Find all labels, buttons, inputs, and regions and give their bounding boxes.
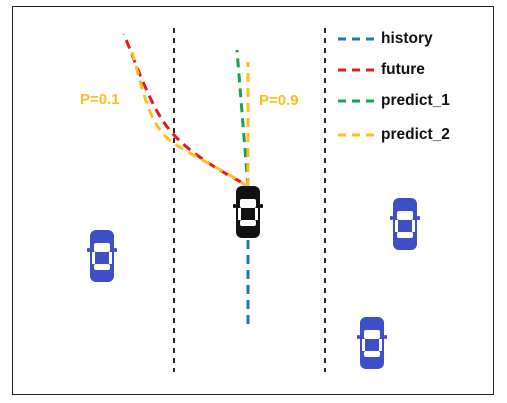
ego-car xyxy=(233,186,263,238)
other-car-right-top xyxy=(390,198,420,250)
legend-swatch-history xyxy=(338,37,376,41)
predict-1-trajectory xyxy=(235,49,250,188)
legend-swatch-predict-2 xyxy=(338,133,376,137)
legend-swatch-predict-1 xyxy=(338,99,376,103)
legend-label-predict-2: predict_2 xyxy=(381,126,450,143)
legend-label-future: future xyxy=(381,61,425,78)
predict-2-trajectory-left xyxy=(130,51,249,189)
legend-label-history: history xyxy=(381,30,433,47)
probability-label-left: P=0.1 xyxy=(80,91,120,108)
legend-label-predict-1: predict_1 xyxy=(381,92,450,109)
probability-label-right: P=0.9 xyxy=(259,92,299,109)
legend-swatch-future xyxy=(338,68,376,72)
other-car-left xyxy=(87,230,117,282)
other-car-right-bottom xyxy=(357,317,387,369)
future-trajectory xyxy=(122,33,242,184)
